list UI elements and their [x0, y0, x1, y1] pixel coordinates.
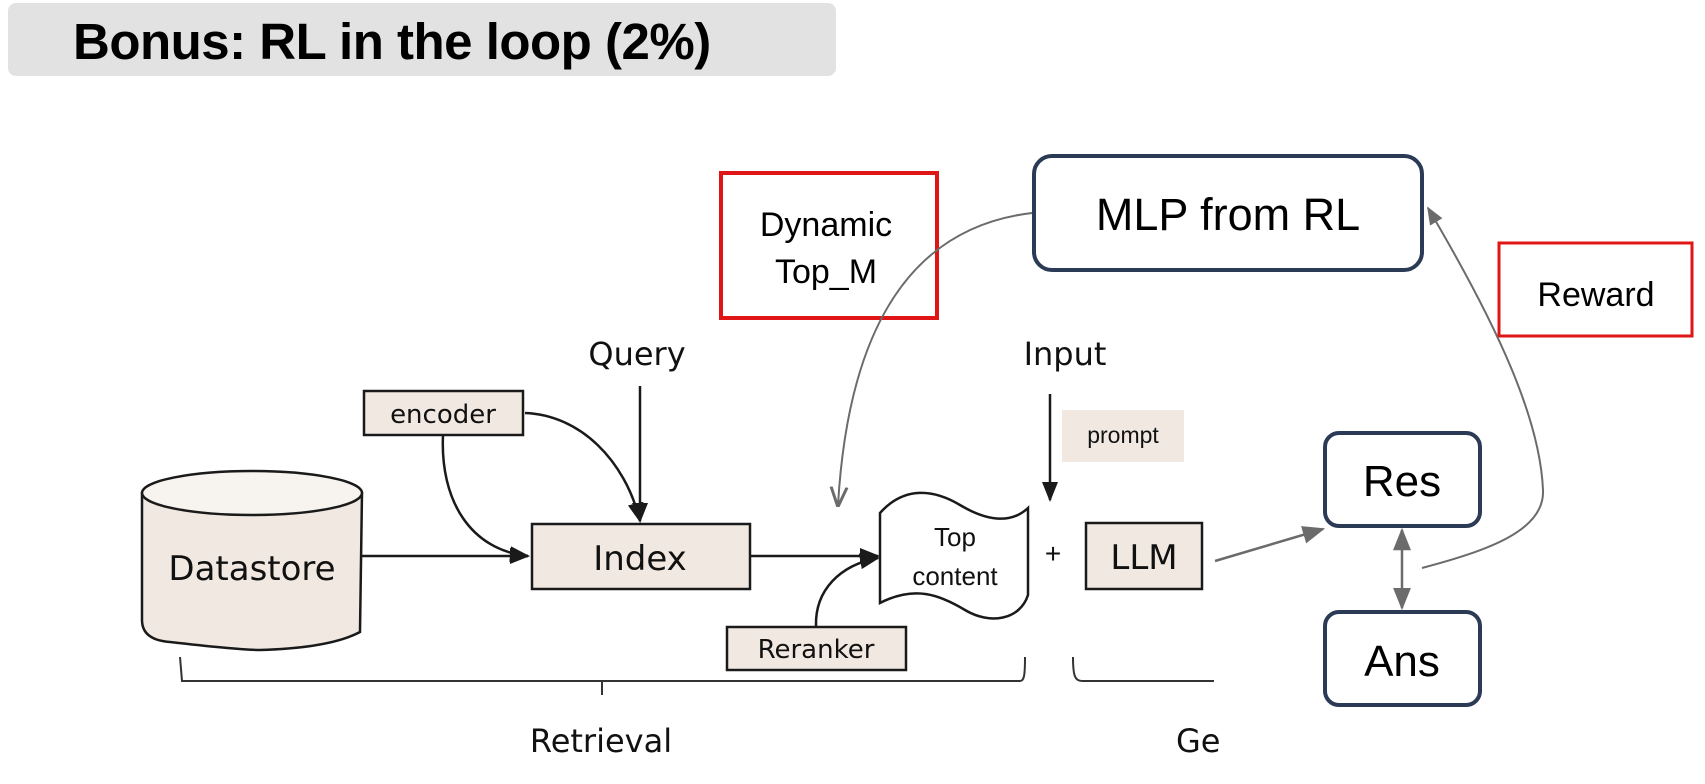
arrow-reranker-to-topcontent: [814, 553, 880, 627]
title-bar: Bonus: RL in the loop (2%): [8, 3, 836, 76]
reward-label: Reward: [1537, 276, 1654, 314]
prompt-label: prompt: [1087, 422, 1159, 448]
retrieval-bracket: [179, 656, 1026, 682]
llm-node: LLM: [1084, 521, 1204, 591]
generation-bracket: [1072, 656, 1214, 682]
retrieval-label: Retrieval: [530, 722, 672, 760]
reranker-label: Reranker: [758, 635, 875, 665]
arrow-reward-loop-to-mlp: [1421, 206, 1545, 569]
encoder-label: encoder: [390, 400, 496, 430]
arrow-mlp-to-topcontent: [838, 212, 1033, 505]
dynamic-topm-line1: Dynamic: [760, 206, 892, 244]
datastore-top: [140, 469, 364, 517]
query-label: Query: [588, 335, 685, 373]
top-content-node: Top content: [878, 491, 1030, 620]
input-label: Input: [1024, 335, 1107, 373]
dynamic-topm-line2: Top_M: [775, 253, 877, 291]
ans-node: Ans: [1323, 610, 1482, 707]
index-node: Index: [530, 522, 752, 591]
prompt-tag: prompt: [1062, 410, 1184, 462]
datastore-node: Datastore: [140, 469, 364, 652]
dynamic-topm-box: Dynamic Top_M: [719, 171, 939, 320]
reward-box: Reward: [1497, 241, 1694, 338]
plus-sign: +: [1045, 538, 1061, 569]
generation-label-partial: Ge: [1176, 722, 1220, 760]
arrow-encoder-to-index: [441, 434, 530, 563]
top-content-label-line1: Top: [934, 522, 976, 552]
arrow-encoder-to-index-top: [524, 411, 644, 523]
datastore-label: Datastore: [168, 549, 335, 589]
slide-title: Bonus: RL in the loop (2%): [73, 13, 711, 70]
ans-label: Ans: [1364, 637, 1440, 686]
res-label: Res: [1363, 457, 1441, 506]
arrow-llm-to-res: [1214, 526, 1326, 563]
llm-label: LLM: [1110, 538, 1177, 578]
reranker-node: Reranker: [725, 625, 908, 672]
res-node: Res: [1323, 431, 1482, 528]
top-content-label-line2: content: [912, 561, 998, 591]
mlp-label: MLP from RL: [1096, 189, 1360, 240]
encoder-node: encoder: [362, 389, 525, 437]
index-label: Index: [593, 539, 687, 579]
mlp-node: MLP from RL: [1032, 154, 1424, 272]
